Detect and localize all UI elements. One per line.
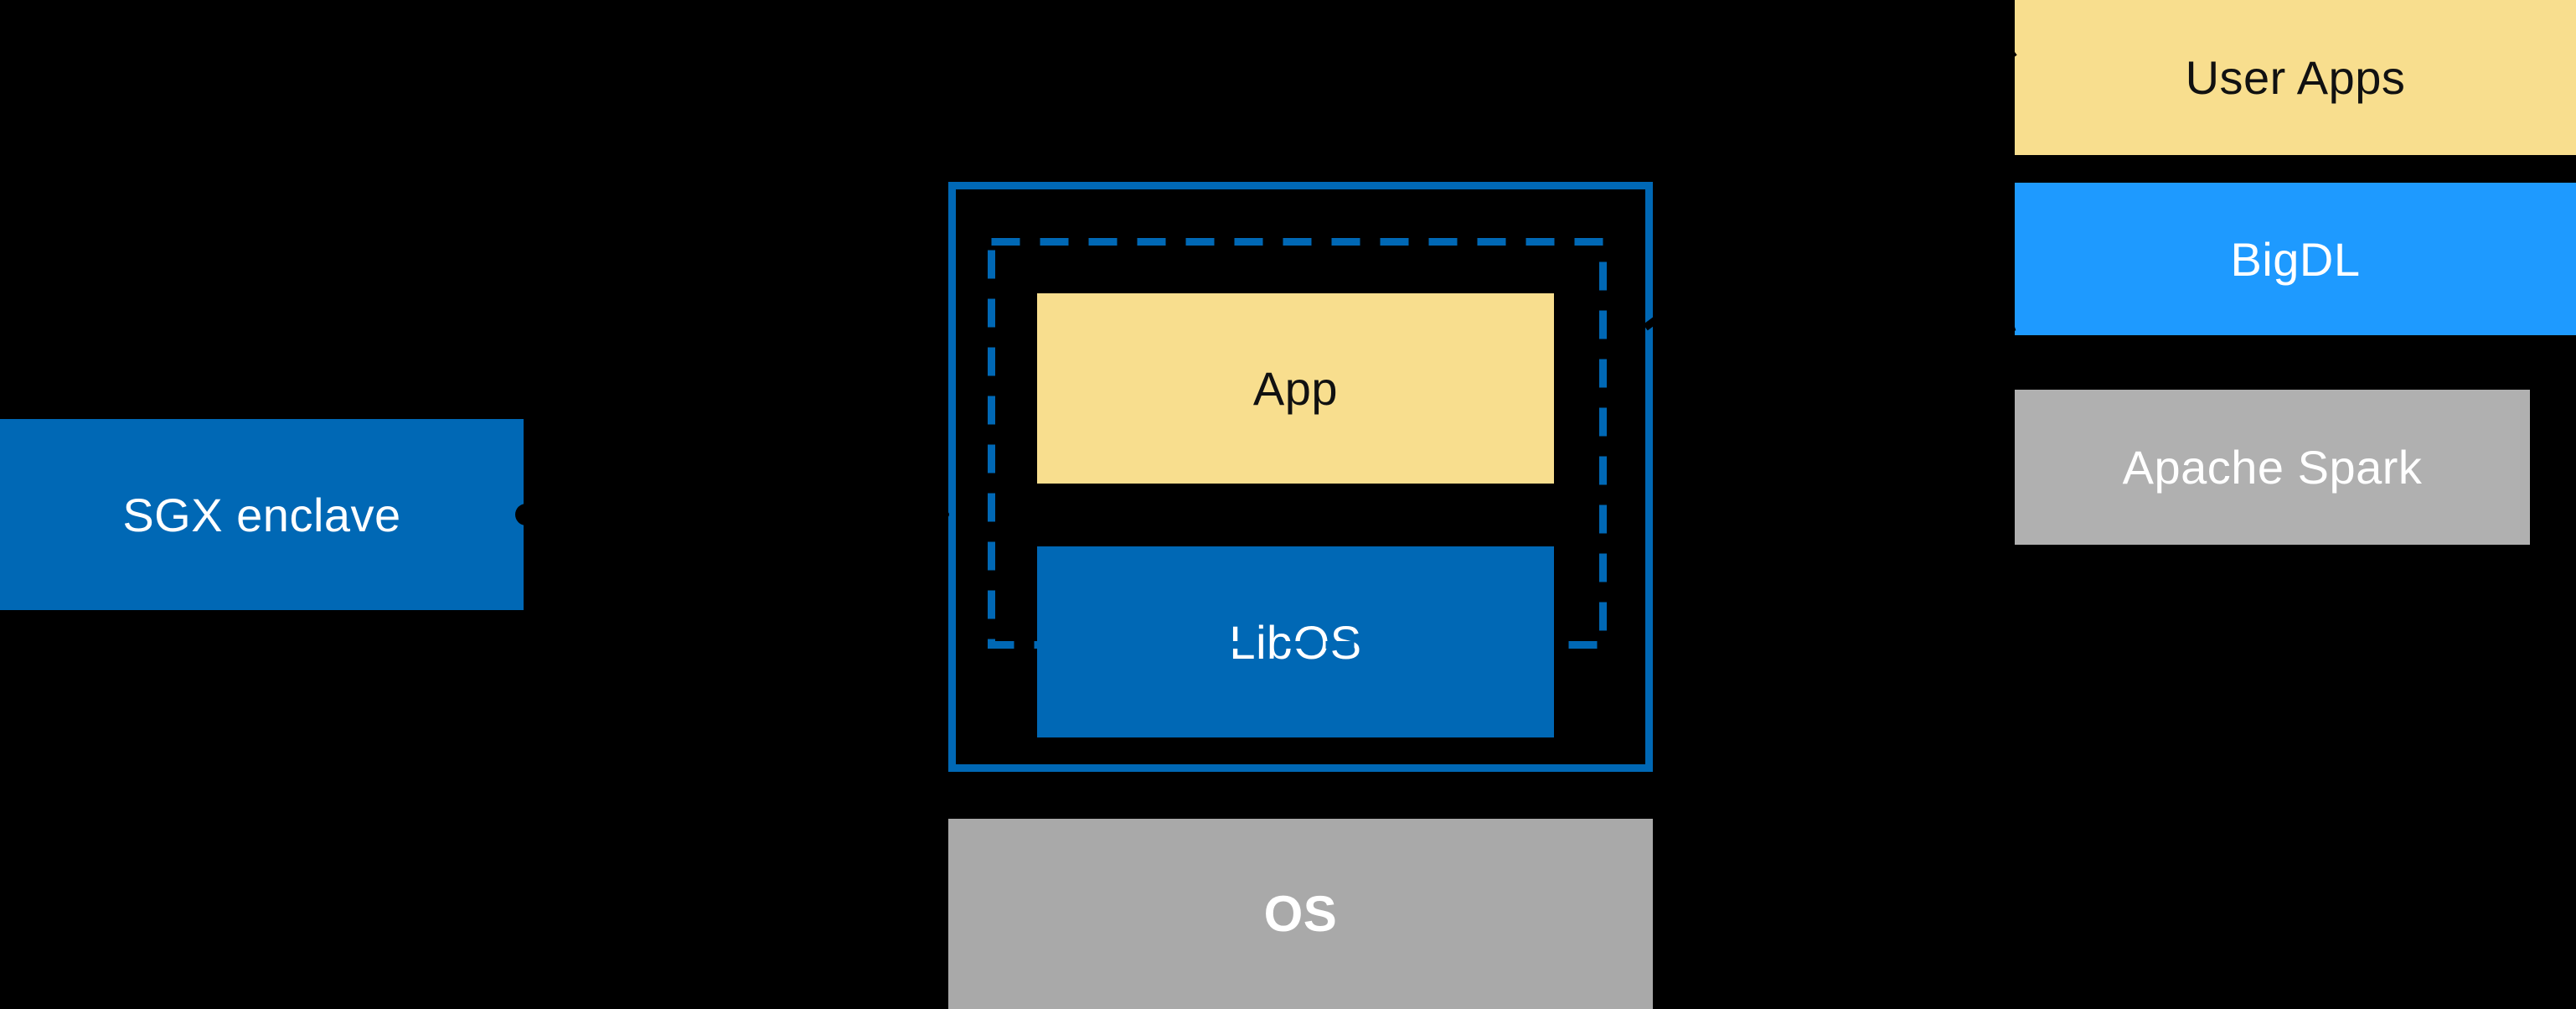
user-apps-label: User Apps bbox=[2185, 51, 2406, 104]
app-label: App bbox=[1252, 362, 1339, 415]
spark-label: Apache Spark bbox=[2122, 441, 2423, 494]
sgx-enclave-label: SGX enclave bbox=[122, 488, 401, 541]
sgx-enclave-box: SGX enclave bbox=[0, 419, 524, 610]
spark-box: Apache Spark bbox=[2015, 390, 2530, 545]
libos-box: LibOS bbox=[1037, 546, 1554, 737]
user-apps-to-app-line bbox=[1571, 49, 2017, 385]
bigdl-label: BigDL bbox=[2230, 232, 2361, 286]
os-box: OS bbox=[948, 819, 1653, 1009]
libos-label: LibOS bbox=[1229, 615, 1362, 669]
app-arrowhead-icon bbox=[1556, 370, 1582, 404]
bigdl-box: BigDL bbox=[2015, 183, 2576, 335]
user-apps-box: User Apps bbox=[2015, 0, 2576, 155]
app-box: App bbox=[1037, 293, 1554, 484]
os-label: OS bbox=[1263, 886, 1338, 942]
bigdl-to-enclave-line bbox=[1604, 323, 2016, 463]
